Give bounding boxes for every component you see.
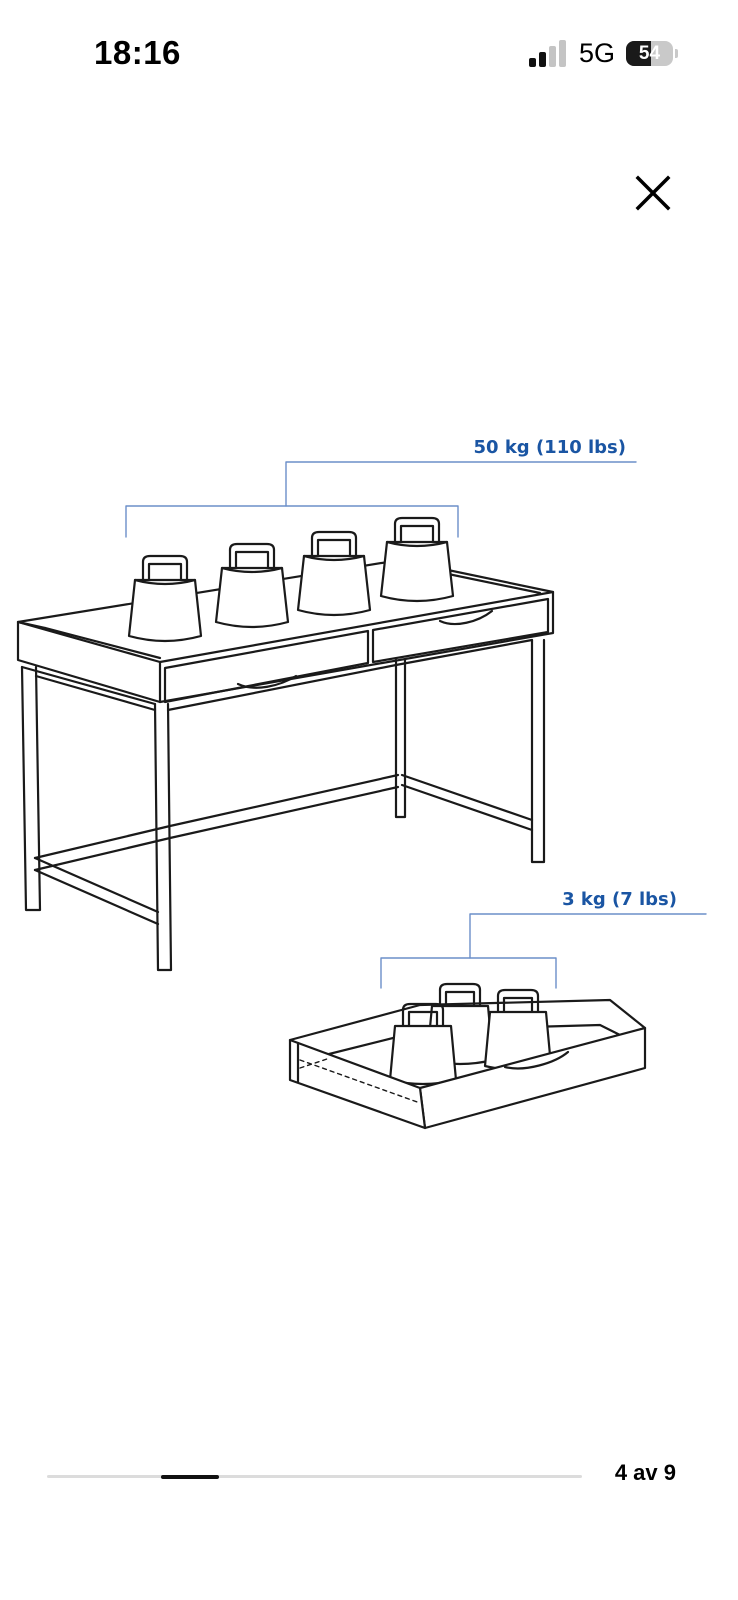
weight — [127, 554, 203, 643]
desk-load-label: 50 kg (110 lbs) — [474, 437, 627, 458]
battery-level: 54 — [638, 43, 661, 64]
battery-icon: 54 — [626, 41, 678, 66]
weight — [388, 1002, 458, 1086]
image-pager-counter: 4 av 9 — [614, 1460, 676, 1485]
network-type: 5G — [579, 38, 616, 68]
drawer-load-label: 3 kg (7 lbs) — [562, 889, 677, 910]
status-time: 18:16 — [94, 34, 181, 71]
desk-weights — [127, 516, 455, 643]
image-pager-thumb[interactable] — [161, 1474, 219, 1479]
weight — [296, 530, 372, 617]
signal-bar — [549, 46, 556, 67]
weight — [379, 516, 455, 603]
signal-bar — [559, 40, 566, 67]
signal-bar — [539, 52, 546, 67]
drawer-drawing — [288, 982, 647, 1130]
status-bar: 18:16 5G 54 — [0, 0, 738, 110]
desk-load-bracket — [125, 461, 637, 538]
cellular-signal-icon — [529, 40, 566, 67]
product-load-illustration: 50 kg (110 lbs) — [16, 437, 707, 1130]
battery-fill — [626, 41, 652, 66]
drawer-load-bracket — [380, 913, 707, 989]
signal-bar — [529, 58, 536, 67]
close-icon[interactable] — [632, 172, 674, 214]
weight — [214, 542, 290, 629]
image-pager-track[interactable] — [47, 1474, 582, 1479]
